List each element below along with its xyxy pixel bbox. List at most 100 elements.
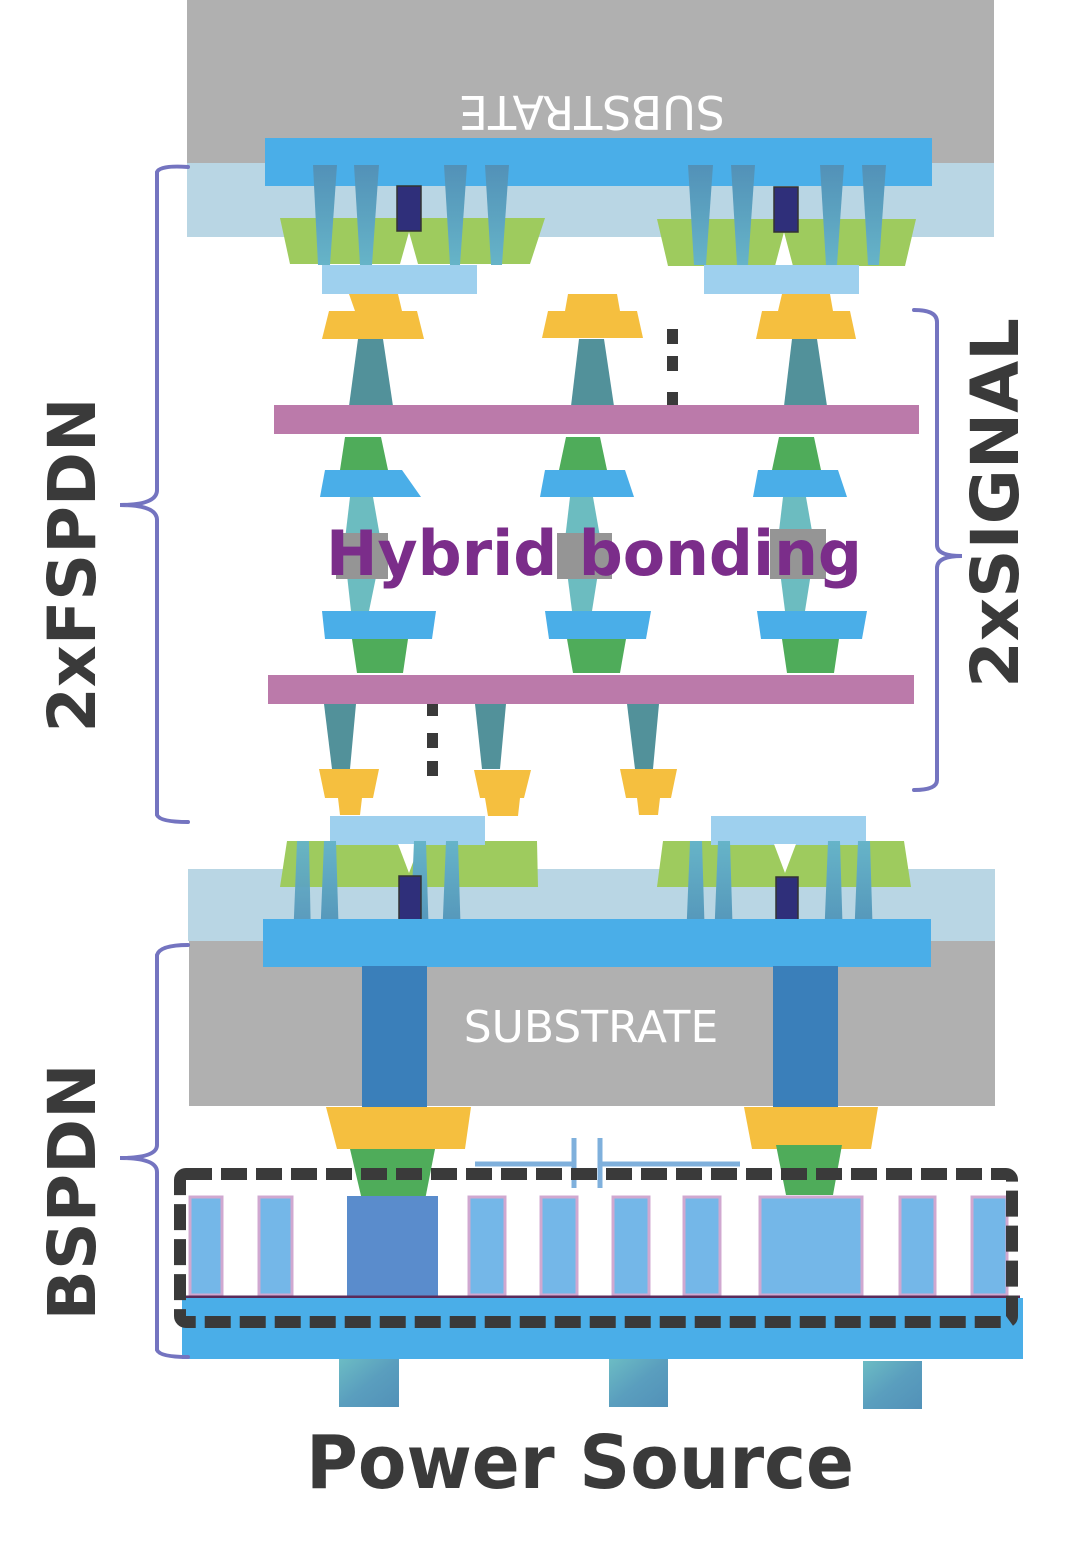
bottom-right-via — [854, 841, 873, 941]
top-right-notch — [775, 232, 793, 266]
bond-layer-upper — [274, 405, 919, 434]
bottom-left-via — [293, 841, 311, 941]
ellipsis-dot — [427, 733, 438, 748]
top-substrate-label: SUBSTRATE — [459, 85, 725, 139]
bottom-left-contact-pad — [330, 816, 485, 845]
top-left-contact-pad — [322, 265, 477, 294]
device-column — [611, 1195, 651, 1297]
bsp-pad-right — [776, 1145, 842, 1195]
bump-top — [778, 294, 833, 311]
top-right-via — [731, 165, 755, 265]
device-column — [898, 1195, 937, 1297]
device-row-background — [182, 1196, 1020, 1296]
device-columns — [188, 1195, 1009, 1297]
bspdn-label: BSPDN — [34, 1064, 111, 1321]
device-column — [970, 1195, 1009, 1297]
top-left-notch — [400, 232, 418, 264]
pad-green-top — [772, 437, 821, 470]
pad-blue-top — [753, 470, 847, 497]
top-right-via — [862, 165, 886, 265]
pad-blue-top — [540, 470, 634, 497]
device-column — [682, 1195, 722, 1297]
dashed-highlight-box — [174, 1168, 1018, 1328]
bump-bottom — [322, 311, 424, 339]
device-column — [758, 1195, 864, 1297]
bump-bottom — [756, 311, 856, 339]
power-pin — [609, 1359, 668, 1407]
device-column — [467, 1195, 507, 1297]
ellipsis-dot — [667, 329, 678, 344]
top-right-device — [657, 165, 916, 294]
bond-interface — [336, 533, 388, 579]
pad-blue-bottom — [757, 611, 867, 639]
power-pin — [339, 1359, 399, 1407]
pad-green-bottom — [782, 639, 839, 673]
bump-bottom — [338, 798, 362, 815]
pad-green-bottom — [567, 639, 626, 673]
lower-interconnect — [319, 704, 677, 816]
via-tapered — [324, 704, 356, 769]
via-tapered — [784, 339, 827, 406]
pad-blue-bottom — [545, 611, 651, 639]
capacitor-icon — [475, 1138, 740, 1188]
device-column — [257, 1195, 294, 1297]
bottom-right-gate — [775, 876, 799, 922]
bump-top — [349, 294, 402, 311]
via-tapered — [571, 339, 614, 406]
pad-green-top — [340, 437, 388, 470]
pad-green-bottom — [352, 639, 408, 673]
pad-blue-top — [320, 470, 421, 497]
bsp-bump-right — [744, 1107, 878, 1149]
top-right-contact-pad — [704, 265, 859, 294]
top-wafer: SUBSTRATE — [187, 0, 994, 294]
bottom-left-via — [320, 841, 339, 941]
top-right-via — [688, 165, 713, 265]
ellipsis-dot — [667, 356, 678, 371]
device-column — [539, 1195, 579, 1297]
bottom-right-contact-pad — [711, 816, 866, 845]
bump-top — [565, 294, 620, 311]
bump-bottom — [542, 311, 643, 338]
bottom-right-via — [714, 841, 733, 941]
bottom-left-via — [442, 841, 461, 941]
top-left-via — [444, 165, 467, 265]
bump-bottom — [485, 798, 520, 816]
brackets — [119, 164, 963, 1359]
bspdn-bracket — [119, 943, 190, 1359]
ellipsis-dot — [427, 704, 438, 716]
signal-bracket — [912, 308, 963, 792]
bottom-metal-plate — [263, 919, 931, 967]
fspdn-bracket — [119, 164, 190, 824]
top-right-via — [820, 165, 844, 265]
tsv-left — [362, 966, 427, 1107]
upper-interconnect — [274, 294, 919, 434]
via-tapered — [627, 704, 659, 769]
bond-layer-lower — [268, 675, 914, 704]
bottom-right-via — [686, 841, 705, 941]
device-column — [188, 1195, 224, 1297]
top-right-gate — [773, 186, 799, 233]
bottom-right-notch — [774, 844, 796, 873]
bump-top — [620, 769, 677, 798]
top-left-via — [313, 165, 337, 265]
top-substrate — [187, 0, 994, 165]
pad-blue-bottom — [322, 611, 436, 639]
bottom-substrate — [189, 941, 995, 1106]
via-tapered — [349, 339, 393, 406]
pad-green-top — [559, 437, 607, 470]
power-pin — [863, 1361, 922, 1409]
bottom-right-via — [824, 841, 843, 941]
top-left-via — [354, 165, 379, 265]
backside-pdn — [174, 1107, 1023, 1359]
bsp-bump-left — [326, 1107, 471, 1149]
top-left-device — [280, 165, 545, 294]
top-left-via — [485, 165, 509, 265]
bottom-substrate-label: SUBSTRATE — [464, 1002, 719, 1053]
bottom-wafer: SUBSTRATE — [188, 816, 995, 1107]
signal-label: 2xSIGNAL — [957, 318, 1034, 688]
bump-bottom — [637, 798, 660, 815]
ellipsis-dot — [667, 392, 678, 405]
hybrid-bond-zone: Hybrid bonding — [268, 437, 914, 704]
fspdn-label: 2xFSPDN — [34, 398, 111, 733]
